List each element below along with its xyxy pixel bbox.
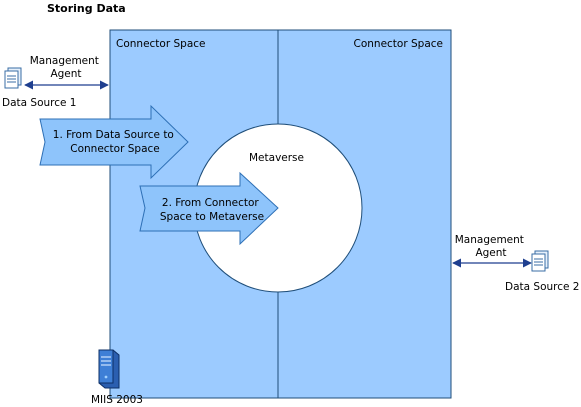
management-agent-right-label: Management Agent [455, 234, 528, 259]
step-1-arrow [39, 104, 189, 180]
data-source-2-label: Data Source 2 [505, 281, 580, 293]
server-icon [98, 349, 120, 389]
data-source-1-label: Data Source 1 [2, 97, 77, 109]
management-agent-right-line-2: Agent [475, 247, 506, 259]
document-stack-icon [4, 67, 22, 89]
diagram-title: Storing Data [47, 2, 126, 15]
metaverse-label: Metaverse [249, 152, 304, 164]
step-2-label: 2. From Connector Space to Metaverse [160, 197, 264, 223]
left-connector-space-label: Connector Space [116, 38, 206, 50]
server-label: MIIS 2003 [91, 394, 143, 406]
step-2-label-line-1: 2. From Connector [162, 197, 260, 209]
step-1-label: 1. From Data Source to Connector Space [53, 129, 177, 155]
document-stack-icon [531, 250, 549, 272]
step-1-label-line-1: 1. From Data Source to [53, 129, 174, 141]
management-agent-left-label: Management Agent [30, 55, 103, 80]
step-1-label-line-2: Connector Space [70, 143, 160, 155]
step-2-arrow [139, 171, 279, 246]
management-agent-left-line-1: Management [30, 55, 99, 67]
management-agent-right-line-1: Management [455, 234, 524, 246]
right-connector-space-label: Connector Space [354, 38, 444, 50]
management-agent-left-line-2: Agent [50, 68, 81, 80]
step-2-label-line-2: Space to Metaverse [160, 211, 264, 223]
